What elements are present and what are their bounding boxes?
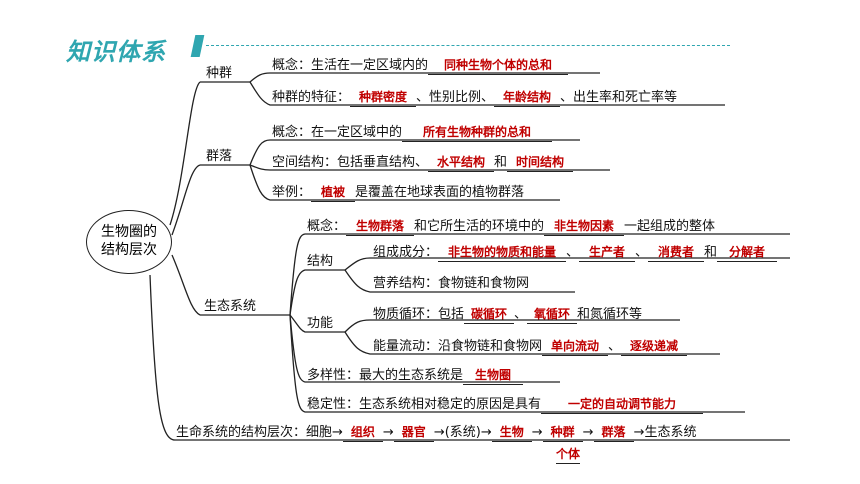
answer: 氧循环 [527, 306, 578, 324]
branch-shengtai: 生态系统 [204, 299, 257, 314]
connector-root-qunluo [171, 164, 201, 236]
answer: 种群 [542, 424, 583, 442]
answer: 生物群落 [346, 218, 415, 236]
answer: 群落 [593, 424, 634, 442]
row-composition: 组成成分：非生物的物质和能量、生产者、消费者和分解者 [373, 244, 778, 262]
answer: 消费者 [648, 244, 705, 262]
answer: 时间结构 [507, 154, 574, 172]
answer: 年龄结构 [494, 89, 561, 107]
row-qunluo-concept: 概念：在一定区域中的所有生物种群的总和 [272, 124, 553, 142]
answer: 器官 [393, 424, 434, 442]
answer: 水平结构 [428, 154, 495, 172]
answer: 生物 [491, 424, 532, 442]
row-trophic: 营养结构：食物链和食物网 [373, 276, 530, 291]
branch-qunluo: 群落 [206, 149, 233, 164]
row-stability: 稳定性：生态系统相对稳定的原因是具有一定的自动调节能力 [307, 396, 704, 414]
section-title: 知识体系 [66, 38, 166, 66]
row-zhongqun-features: 种群的特征：种群密度、性别比例、年龄结构、出生率和死亡率等 [272, 89, 678, 107]
branch-gongneng: 功能 [307, 316, 334, 331]
root-line-2: 结构层次 [101, 242, 157, 258]
answer: 生物圈 [463, 367, 524, 385]
connector-root-shengtai [171, 254, 201, 316]
row-diversity: 多样性：最大的生态系统是生物圈 [307, 367, 524, 385]
answer-individual: 个体 [556, 446, 581, 464]
row-qunluo-example: 举例：植被是覆盖在地球表面的植物群落 [272, 184, 525, 202]
answer: 非生物的物质和能量 [438, 244, 567, 262]
answer: 所有生物种群的总和 [402, 124, 553, 142]
row-material-cycle: 物质循环：包括碳循环、氧循环和氮循环等 [373, 306, 643, 324]
answer: 碳循环 [464, 306, 515, 324]
root-node: 生物圈的 结构层次 [86, 210, 172, 274]
row-zhongqun-concept: 概念：生活在一定区域内的同种生物个体的总和 [272, 57, 569, 75]
answer: 分解者 [717, 244, 778, 262]
answer: 组织 [342, 424, 383, 442]
row-shengtai-concept: 概念：生物群落和它所生活的环境中的非生物因素一起组成的整体 [307, 218, 716, 236]
answer: 一定的自动调节能力 [541, 396, 704, 414]
row-life-system-levels: 生命系统的结构层次：细胞→组织→器官→(系统)→生物→种群→群落→生态系统 [176, 424, 697, 442]
answer: 植被 [311, 184, 356, 202]
root-line-1: 生物圈的 [101, 224, 157, 240]
answer: 非生物因素 [544, 218, 625, 236]
connector-root-zhongqun [169, 81, 201, 226]
answer: 生产者 [579, 244, 636, 262]
branch-jiegou: 结构 [307, 254, 334, 269]
answer: 逐级递减 [621, 338, 688, 356]
title-dashed-rule [206, 45, 730, 46]
connector-root-level [149, 274, 176, 441]
answer: 同种生物个体的总和 [428, 57, 569, 75]
answer: 种群密度 [350, 89, 417, 107]
branch-zhongqun: 种群 [206, 66, 233, 81]
answer: 单向流动 [542, 338, 609, 356]
row-energy-flow: 能量流动：沿食物链和食物网单向流动、逐级递减 [373, 338, 688, 356]
row-qunluo-structure: 空间结构：包括垂直结构、水平结构和时间结构 [272, 154, 574, 172]
